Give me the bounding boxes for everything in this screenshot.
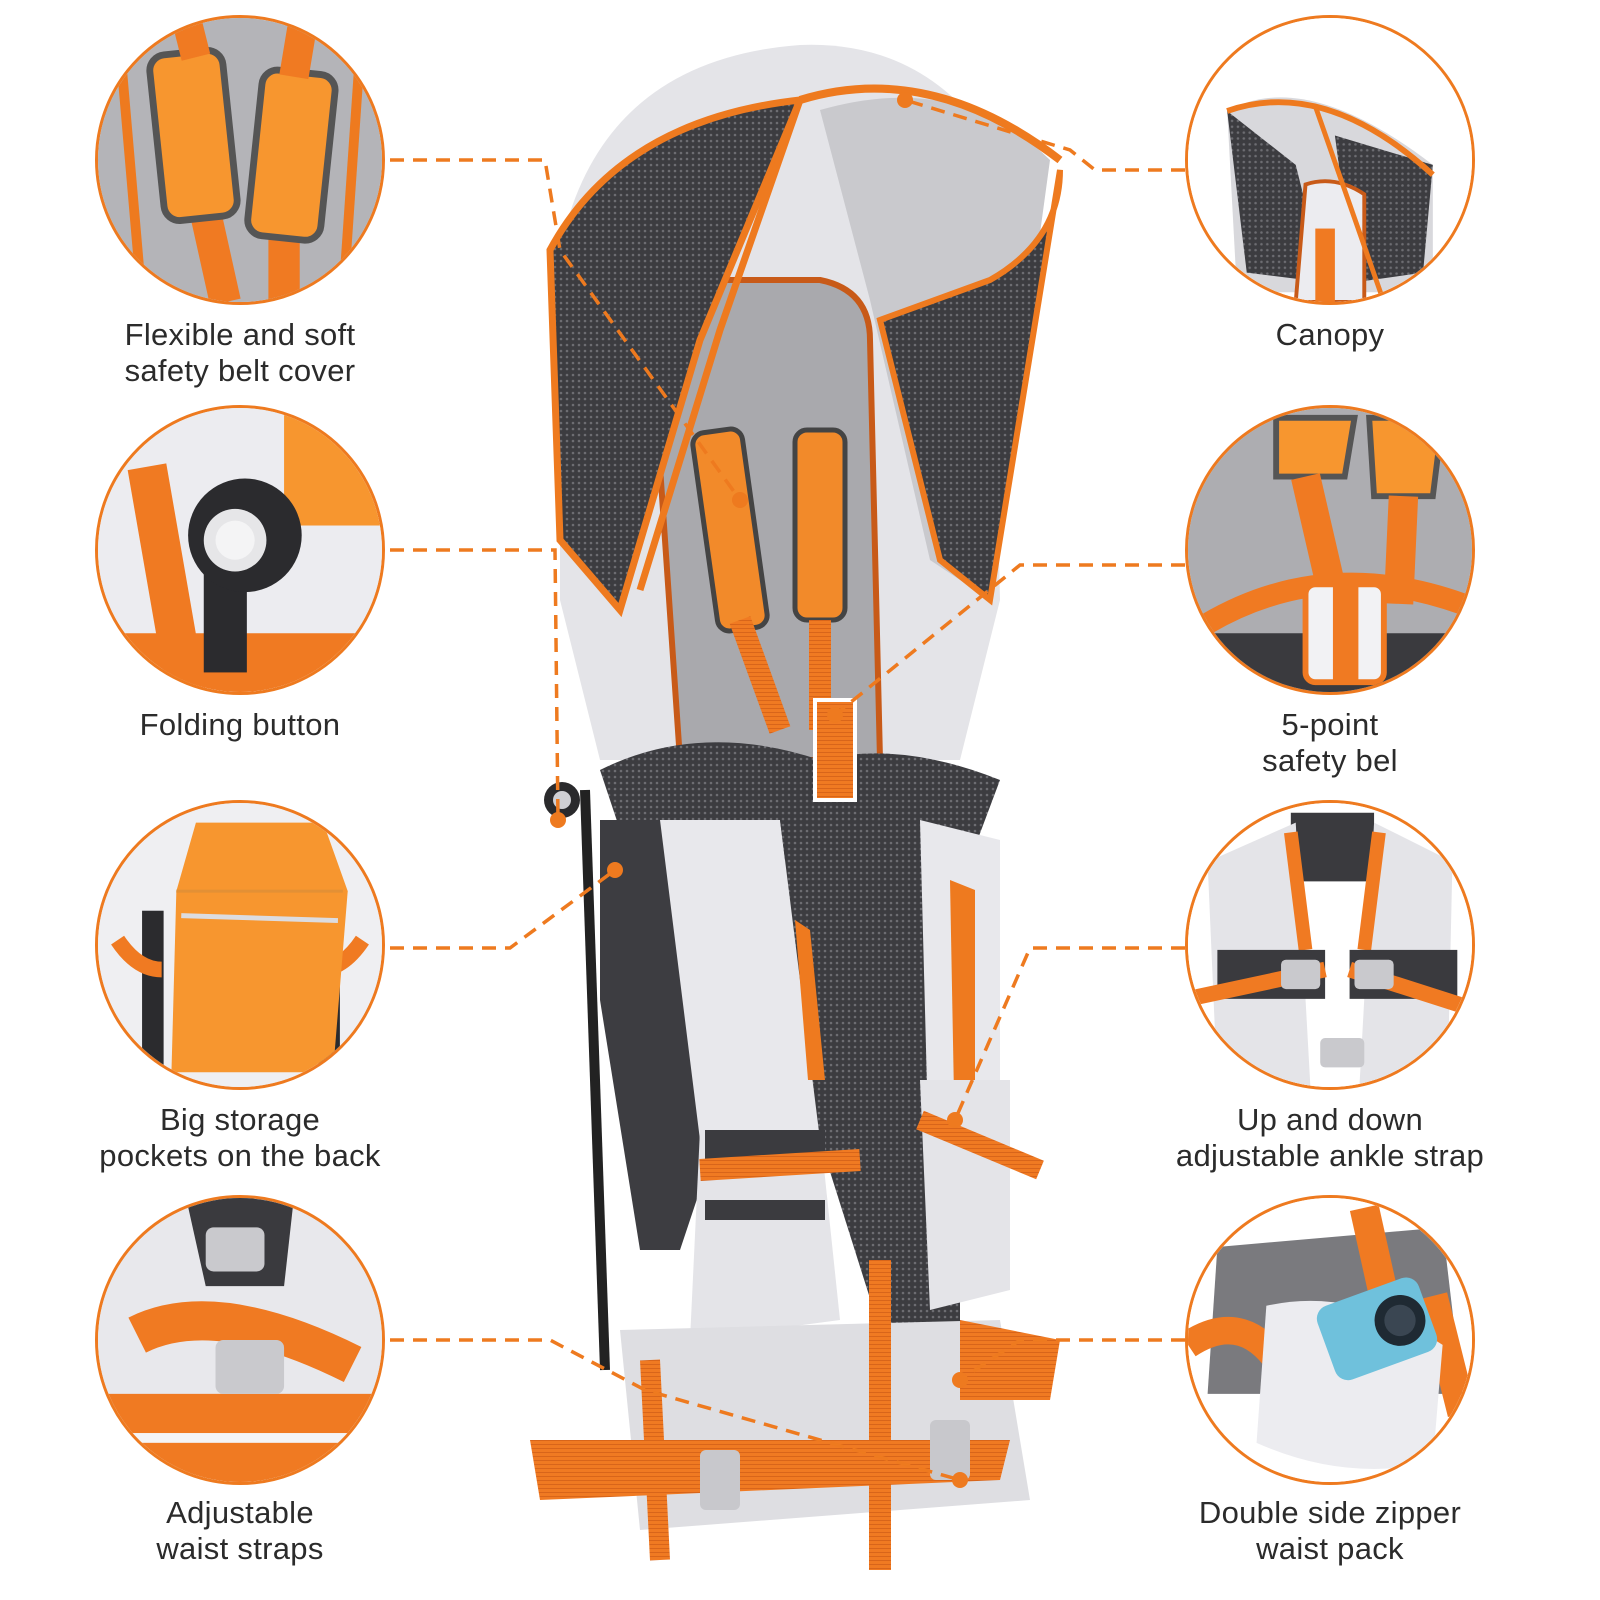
label-waist-straps: Adjustable waist straps: [156, 1495, 324, 1566]
label-storage-pocket: Big storage pockets on the back: [99, 1102, 381, 1173]
detail-circle-waist-straps: [95, 1195, 385, 1485]
label-waist-pack: Double side zipper waist pack: [1198, 1495, 1462, 1566]
label-belt-cover: Flexible and soft safety belt cover: [124, 317, 356, 388]
ankle-strap-icon: [1188, 803, 1472, 1087]
storage-pocket-icon: [98, 803, 382, 1087]
detail-circle-storage-pocket: [95, 800, 385, 1090]
zipper-pack-icon: [1188, 1198, 1472, 1482]
harness-icon: [1188, 408, 1472, 692]
folding-button-icon: [98, 408, 382, 692]
detail-circle-canopy: [1185, 15, 1475, 305]
label-safety-belt: 5-point safety bel: [1262, 707, 1398, 778]
label-folding-button: Folding button: [139, 707, 341, 742]
detail-circle-belt-cover: [95, 15, 385, 305]
shoulder-pad-icon: [98, 18, 382, 302]
detail-circle-ankle-strap: [1185, 800, 1475, 1090]
label-canopy: Canopy: [1275, 317, 1385, 352]
detail-circle-folding-button: [95, 405, 385, 695]
canopy-icon: [1188, 18, 1472, 302]
detail-circle-safety-belt: [1185, 405, 1475, 695]
label-ankle-strap: Up and down adjustable ankle strap: [1175, 1102, 1485, 1173]
detail-circle-waist-pack: [1185, 1195, 1475, 1485]
buckle-icon: [98, 1198, 382, 1482]
